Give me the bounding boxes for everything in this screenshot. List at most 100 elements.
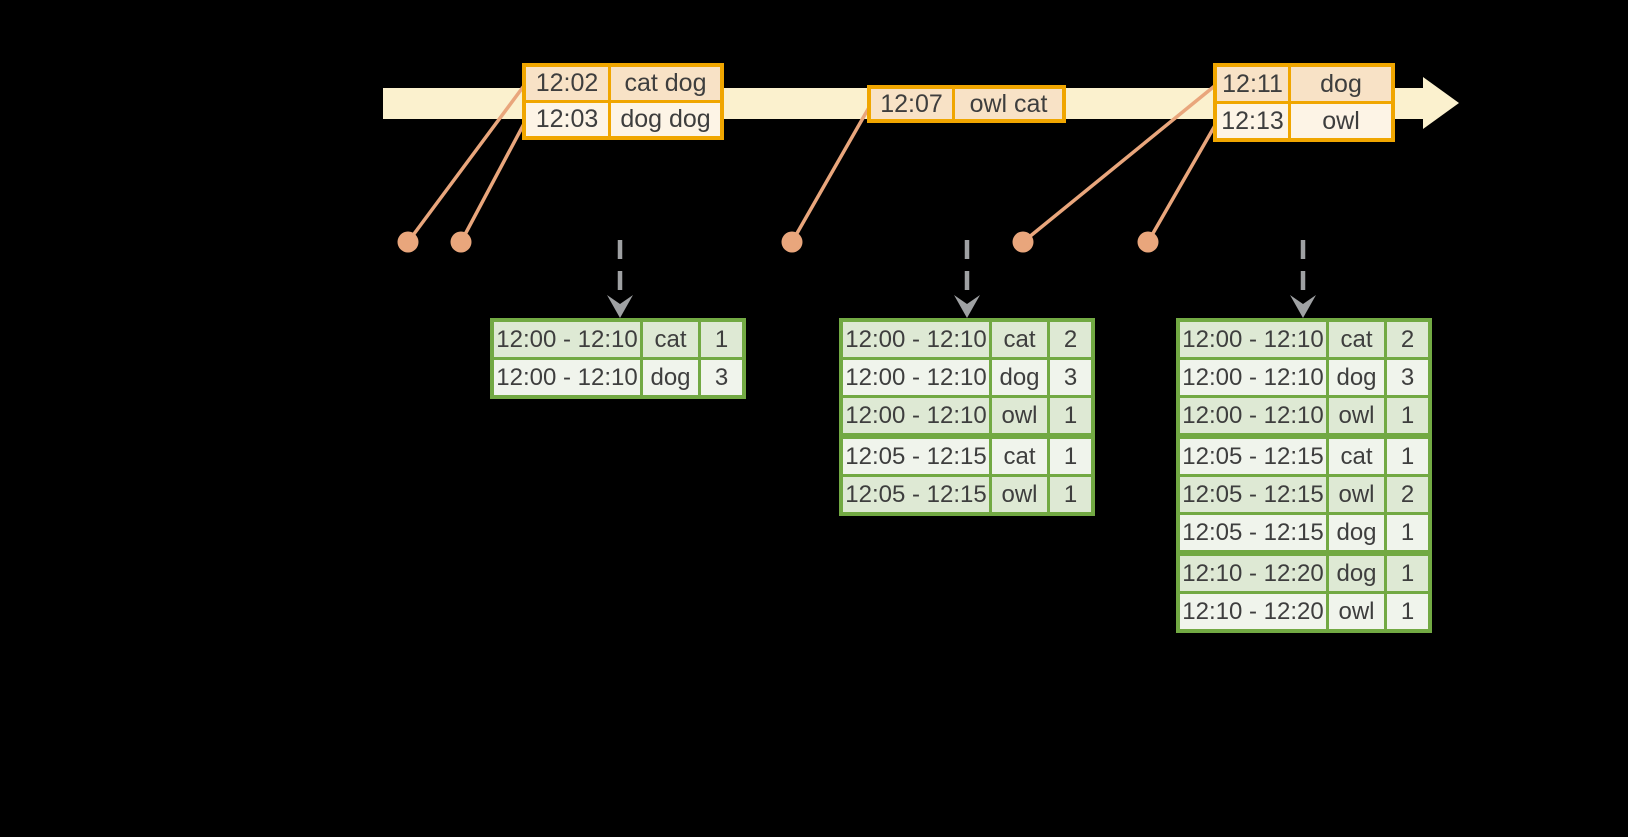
trigger-arrows: [607, 240, 1316, 318]
window-range-cell: 12:00 - 12:10: [843, 398, 989, 433]
event-words-cell: owl: [1291, 104, 1391, 138]
event-time-cell: 12:11: [1217, 67, 1288, 101]
word-cell: dog: [643, 360, 698, 395]
timeline-arrowhead-icon: [1423, 77, 1459, 129]
count-cell: 2: [1387, 322, 1428, 357]
count-cell: 3: [701, 360, 742, 395]
count-cell: 1: [1387, 556, 1428, 591]
event-time-cell: 12:07: [871, 89, 952, 119]
count-cell: 1: [701, 322, 742, 357]
window-range-cell: 12:05 - 12:15: [1180, 439, 1326, 474]
word-cell: dog: [1329, 556, 1384, 591]
event-line: [790, 103, 873, 243]
word-cell: owl: [992, 398, 1047, 433]
window-range-cell: 12:05 - 12:15: [1180, 515, 1326, 550]
event-time-cell: 12:13: [1217, 104, 1288, 138]
count-cell: 2: [1387, 477, 1428, 512]
event-leader-lines: [406, 81, 1219, 244]
window-range-cell: 12:10 - 12:20: [1180, 594, 1326, 629]
window-range-cell: 12:00 - 12:10: [1180, 398, 1326, 433]
window-range-cell: 12:05 - 12:15: [843, 477, 989, 512]
event-dot-icon: [450, 231, 472, 253]
window-range-cell: 12:00 - 12:10: [494, 360, 640, 395]
down-arrow-icon: [607, 295, 633, 318]
window-range-cell: 12:00 - 12:10: [494, 322, 640, 357]
event-dot-icon: [1137, 231, 1159, 253]
word-cell: cat: [992, 322, 1047, 357]
window-range-cell: 12:10 - 12:20: [1180, 556, 1326, 591]
event-words-cell: dog: [1291, 67, 1391, 101]
count-cell: 1: [1050, 439, 1091, 474]
word-cell: cat: [1329, 322, 1384, 357]
event-words-cell: owl cat: [955, 89, 1062, 119]
word-cell: cat: [1329, 439, 1384, 474]
count-cell: 1: [1387, 439, 1428, 474]
count-cell: 2: [1050, 322, 1091, 357]
window-range-cell: 12:00 - 12:10: [1180, 360, 1326, 395]
word-cell: owl: [1329, 398, 1384, 433]
count-cell: 1: [1050, 398, 1091, 433]
event-line: [406, 81, 528, 244]
event-line: [459, 119, 528, 243]
word-cell: cat: [643, 322, 698, 357]
count-cell: 1: [1050, 477, 1091, 512]
word-cell: dog: [1329, 360, 1384, 395]
event-dot-icon: [781, 231, 803, 253]
event-line: [1146, 121, 1219, 243]
down-arrow-icon: [954, 295, 980, 318]
count-cell: 1: [1387, 594, 1428, 629]
word-cell: dog: [1329, 515, 1384, 550]
event-words-cell: cat dog: [611, 67, 720, 100]
word-cell: owl: [1329, 594, 1384, 629]
event-time-cell: 12:03: [526, 103, 608, 136]
count-cell: 1: [1387, 515, 1428, 550]
window-range-cell: 12:05 - 12:15: [843, 439, 989, 474]
count-cell: 3: [1050, 360, 1091, 395]
down-arrow-icon: [1290, 295, 1316, 318]
window-range-cell: 12:05 - 12:15: [1180, 477, 1326, 512]
count-cell: 1: [1387, 398, 1428, 433]
word-cell: owl: [992, 477, 1047, 512]
event-line: [1021, 82, 1219, 244]
event-dot-icon: [397, 231, 419, 253]
event-dot-icon: [1012, 231, 1034, 253]
event-words-cell: dog dog: [611, 103, 720, 136]
word-cell: cat: [992, 439, 1047, 474]
window-range-cell: 12:00 - 12:10: [1180, 322, 1326, 357]
word-cell: owl: [1329, 477, 1384, 512]
